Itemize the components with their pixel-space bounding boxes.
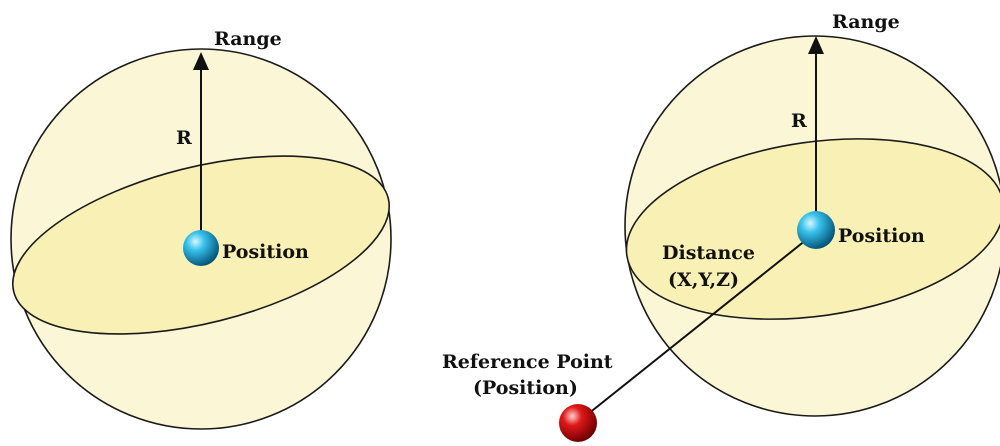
- left-position-label: Position: [222, 241, 309, 263]
- right-radius-label: R: [791, 110, 807, 132]
- left-radius-label: R: [176, 127, 192, 149]
- left-range-diagram: Range R Position: [10, 28, 392, 430]
- reference-point-sublabel: (Position): [473, 377, 578, 399]
- right-range-diagram: Range R Position Distance (X,Y,Z) Refere…: [442, 11, 1000, 442]
- reference-point-label: Reference Point: [442, 351, 613, 373]
- distance-label: Distance: [662, 242, 755, 264]
- distance-line: [577, 231, 817, 423]
- distance-coords-label: (X,Y,Z): [668, 269, 739, 291]
- reference-point-marker-icon: [559, 404, 597, 442]
- right-range-label: Range: [832, 11, 900, 33]
- left-range-label: Range: [214, 28, 282, 50]
- right-position-marker-icon: [797, 211, 835, 249]
- right-position-label: Position: [838, 225, 925, 247]
- left-position-marker-icon: [183, 230, 219, 266]
